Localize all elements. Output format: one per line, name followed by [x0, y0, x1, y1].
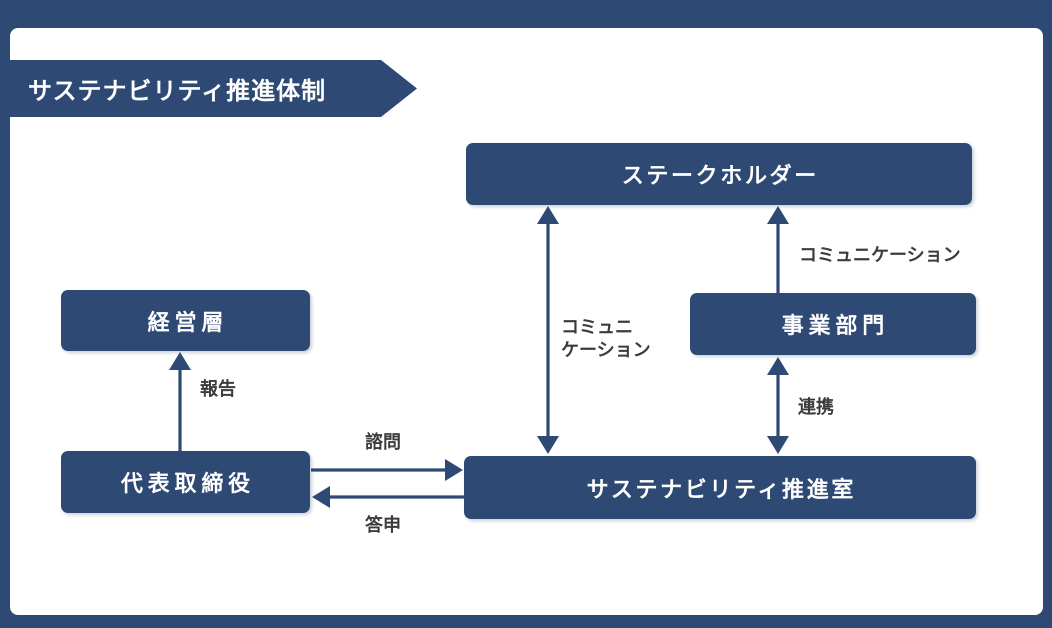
- label-communication-center-line2: ケーション: [561, 340, 651, 360]
- title-banner: サステナビリティ推進体制: [10, 60, 417, 117]
- node-sustainability-office-label: サステナビリティ推進室: [586, 476, 856, 502]
- label-report: 報告: [200, 379, 236, 399]
- page-title: サステナビリティ推進体制: [28, 78, 327, 105]
- label-communication-center-line1: コミュニ: [561, 317, 633, 337]
- label-cooperation: 連携: [798, 397, 834, 417]
- label-reply: 答申: [365, 515, 401, 535]
- node-ceo: 代表取締役: [61, 451, 310, 513]
- label-communication-right: コミュニケーション: [799, 245, 961, 265]
- node-management-label: 経営層: [147, 309, 229, 335]
- node-ceo-label: 代表取締役: [120, 471, 256, 496]
- node-stakeholder: ステークホルダー: [466, 143, 972, 205]
- node-stakeholder-label: ステークホルダー: [621, 163, 819, 188]
- label-consult: 諮問: [365, 432, 401, 452]
- node-business-division-label: 事業部門: [781, 313, 890, 338]
- node-sustainability-office: サステナビリティ推進室: [464, 456, 976, 519]
- label-communication-center: コミュニ ケーション: [561, 316, 651, 362]
- node-management: 経営層: [61, 290, 310, 351]
- node-business-division: 事業部門: [690, 293, 976, 355]
